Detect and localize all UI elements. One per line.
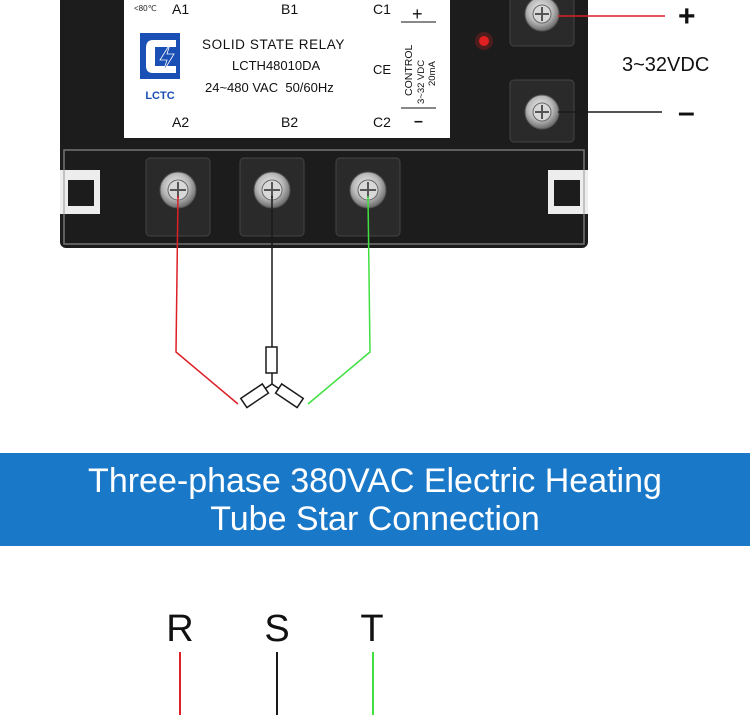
screw-control-minus [524, 94, 560, 130]
dc-voltage-label: 3~32VDC [622, 54, 709, 76]
wire-red-a2 [175, 195, 239, 405]
brand-text: LCTC [145, 90, 174, 102]
screw-b2 [253, 171, 291, 209]
title-banner: Three-phase 380VAC Electric Heating Tube… [0, 453, 750, 546]
screw-a2 [159, 171, 197, 209]
banner-title-line2: Tube Star Connection [210, 500, 540, 538]
status-led [479, 36, 489, 46]
control-block: + – CONTROL 3~32 VDC 20mA [401, 4, 438, 130]
terminal-b2-label: B2 [281, 114, 298, 130]
phase-s-label: S [264, 608, 289, 650]
heating-element-t [271, 382, 305, 409]
terminal-c1-label: C1 [373, 1, 391, 17]
wire-green-c2 [307, 195, 371, 405]
terminal-c2-label: C2 [373, 114, 391, 130]
heating-element-s [265, 346, 278, 384]
lctc-logo: LCTC [140, 33, 180, 102]
phase-r-label: R [166, 608, 193, 650]
control-minus-sign: – [414, 113, 423, 130]
dc-minus-sign: – [678, 96, 695, 129]
heating-element-r [239, 382, 273, 409]
ce-mark: CE [373, 62, 391, 77]
screw-c2 [349, 171, 387, 209]
dc-plus-sign: + [678, 0, 696, 33]
screw-control-plus [524, 0, 560, 32]
banner-title-line1: Three-phase 380VAC Electric Heating [88, 462, 662, 500]
product-title: SOLID STATE RELAY [202, 37, 345, 52]
model-number: LCTH48010DA [232, 58, 320, 73]
voltage-rating: 24~480 VAC 50/60Hz [205, 80, 334, 95]
control-voltage: 3~32 VDC [416, 60, 427, 104]
phase-t-label: T [360, 608, 383, 650]
control-label: CONTROL [403, 45, 415, 96]
control-current: 20mA [427, 61, 438, 86]
terminal-b1-label: B1 [281, 1, 298, 17]
control-plus-sign: + [412, 4, 423, 24]
terminal-a2-label: A2 [172, 114, 189, 130]
terminal-a1-label: A1 [172, 1, 189, 17]
temp-rating: <80℃ [134, 4, 157, 13]
